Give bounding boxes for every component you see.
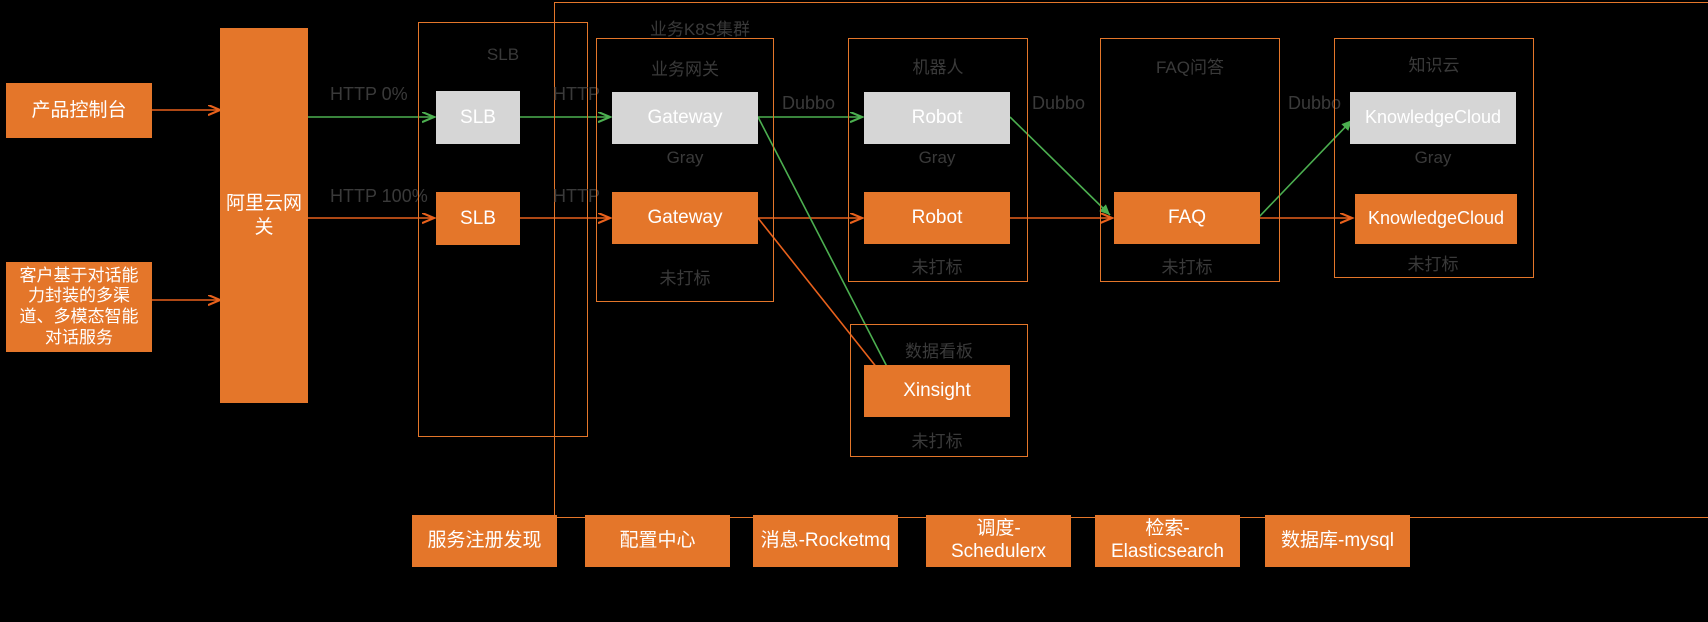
label-robot-tag: 未打标: [911, 258, 963, 277]
node-knowledge-cloud[interactable]: KnowledgeCloud: [1355, 194, 1517, 244]
group-slb: SLB: [418, 22, 588, 437]
label-http-slb-gray: HTTP: [553, 84, 600, 104]
group-robot: 机器人: [848, 38, 1028, 282]
label-knowledge-tag: 未打标: [1407, 255, 1459, 274]
label-http-gray: HTTP 0%: [330, 84, 408, 104]
label-gateway-gray-tag: Gray: [666, 148, 704, 167]
label-faq-tag: 未打标: [1161, 258, 1213, 277]
node-product-console[interactable]: 产品控制台: [6, 83, 152, 138]
group-robot-title: 机器人: [912, 58, 964, 77]
node-infra-2[interactable]: 消息-Rocketmq: [753, 515, 898, 567]
node-infra-5[interactable]: 数据库-mysql: [1265, 515, 1410, 567]
group-xinsight: 数据看板: [850, 324, 1028, 457]
group-knowledge-title: 知识云: [1408, 56, 1460, 75]
node-customer-service[interactable]: 客户基于对话能力封装的多渠道、多模态智能对话服务: [6, 262, 152, 352]
node-knowledge-cloud-gray[interactable]: KnowledgeCloud: [1350, 92, 1516, 144]
group-k8s-title: 业务K8S集群: [649, 20, 751, 39]
node-gateway[interactable]: Gateway: [612, 192, 758, 244]
node-robot-gray[interactable]: Robot: [864, 92, 1010, 144]
group-slb-title: SLB: [486, 45, 520, 64]
label-gateway-tag: 未打标: [659, 269, 711, 288]
label-robot-gray-tag: Gray: [918, 148, 956, 167]
node-robot[interactable]: Robot: [864, 192, 1010, 244]
group-gateway: 业务网关: [596, 38, 774, 302]
node-infra-0[interactable]: 服务注册发现: [412, 515, 557, 567]
node-xinsight[interactable]: Xinsight: [864, 365, 1010, 417]
node-infra-1[interactable]: 配置中心: [585, 515, 730, 567]
label-xinsight-tag: 未打标: [911, 432, 963, 451]
label-dubbo-faq: Dubbo: [1288, 93, 1342, 113]
node-aliyun-gateway[interactable]: 阿里云网关: [220, 28, 308, 403]
node-faq[interactable]: FAQ: [1114, 192, 1260, 244]
label-knowledge-gray-tag: Gray: [1414, 148, 1452, 167]
label-dubbo-gateway: Dubbo: [782, 93, 836, 113]
group-faq-title: FAQ问答: [1155, 58, 1224, 77]
group-faq: FAQ问答: [1100, 38, 1280, 282]
node-slb-gray[interactable]: SLB: [436, 91, 520, 144]
node-gateway-gray[interactable]: Gateway: [612, 92, 758, 144]
group-xinsight-title: 数据看板: [905, 342, 973, 361]
group-knowledge-cloud: 知识云: [1334, 38, 1534, 278]
label-http-slb-normal: HTTP: [553, 186, 600, 206]
node-infra-3[interactable]: 调度-Schedulerx: [926, 515, 1071, 567]
label-http-normal: HTTP 100%: [330, 186, 428, 206]
group-gateway-title: 业务网关: [651, 60, 719, 79]
node-infra-4[interactable]: 检索-Elasticsearch: [1095, 515, 1240, 567]
label-dubbo-robot: Dubbo: [1032, 93, 1086, 113]
node-slb[interactable]: SLB: [436, 192, 520, 245]
